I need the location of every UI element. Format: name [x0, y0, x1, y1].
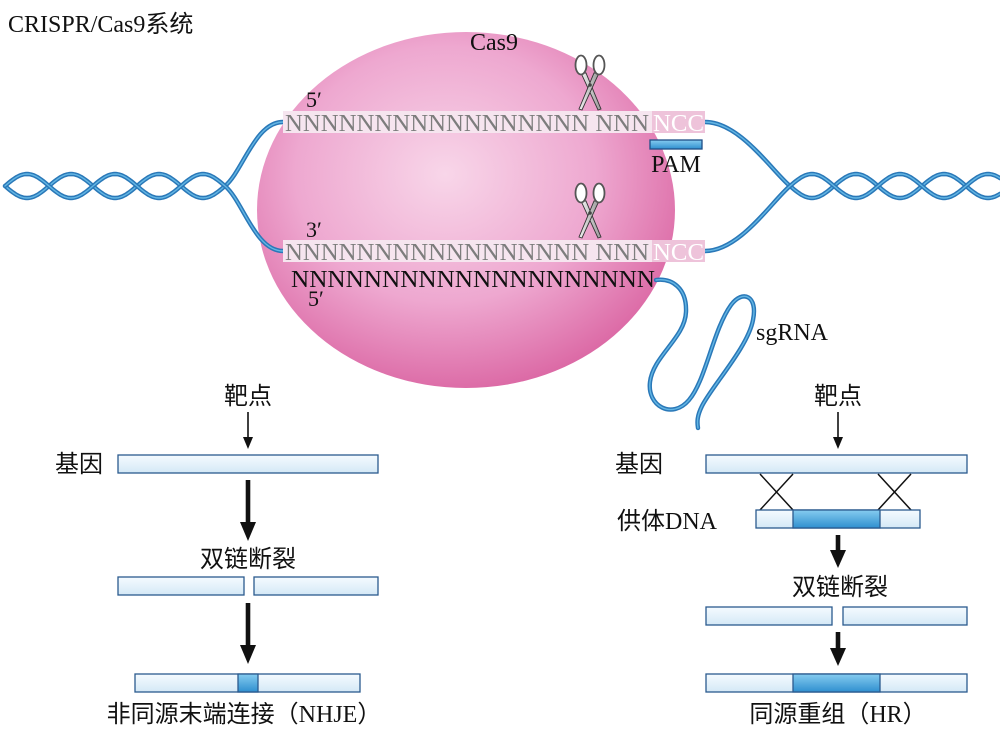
hr-pathway: 靶点 基因 供体DNA 双链断裂 同源重组（HR） [615, 383, 968, 728]
dna-double-helix [2, 119, 1000, 254]
cas9-protein [257, 32, 675, 388]
hr-break-label: 双链断裂 [792, 574, 888, 601]
sgrna-sequence: NNNNNNNNNNNNNNNNNNNN [291, 267, 655, 293]
lower-pam-band [652, 240, 705, 262]
lower-pam-sequence: NCC [653, 240, 704, 266]
target-arrow [243, 412, 253, 449]
hr-gene-label: 基因 [615, 451, 663, 478]
hr-donor-label: 供体DNA [617, 508, 718, 535]
upper-pam-band [652, 111, 705, 133]
crossover-left [759, 473, 794, 511]
nhej-result-label: 非同源末端连接（NHJE） [107, 701, 382, 728]
nhej-gene-label: 基因 [55, 451, 103, 478]
upper-dna-strand: 5′ NNNNNNNNNNNNNNNNN NNN NCC [283, 87, 705, 137]
broken-gene-left [705, 606, 833, 626]
diagram-title: CRISPR/Cas9系统 [8, 11, 193, 38]
target-arrow [833, 412, 843, 449]
upper-pam-sequence: NCC [653, 111, 704, 137]
donor-insert-segment [792, 509, 881, 529]
nhej-target-label: 靶点 [224, 383, 272, 410]
broken-gene-left [117, 576, 245, 596]
sgrna: NNNNNNNNNNNNNNNNNNNN 5′ sgRNA [291, 267, 829, 431]
sgrna-scaffold [647, 277, 757, 431]
step-arrow [240, 480, 256, 541]
gene-bar [117, 454, 379, 474]
broken-gene-right [253, 576, 379, 596]
indel-segment [237, 673, 259, 693]
hr-result-label: 同源重组（HR） [749, 701, 926, 728]
inserted-segment [792, 673, 881, 693]
step-arrow [240, 603, 256, 664]
step-arrow [830, 632, 846, 666]
sgrna-label: sgRNA [756, 320, 829, 346]
dna-strand-right-lower [702, 171, 1000, 254]
sgrna-end-label: 5′ [308, 286, 324, 311]
lower-dna-strand: 3′ NNNNNNNNNNNNNNNNN NNN NCC [283, 217, 705, 266]
gene-bar [705, 454, 968, 474]
crossover-right [877, 473, 912, 511]
hr-target-label: 靶点 [814, 383, 862, 410]
step-arrow [830, 535, 846, 568]
pam-marker [649, 139, 703, 150]
lower-strand-sequence: NNNNNNNNNNNNNNNNN NNN [285, 240, 649, 266]
lower-strand-band [283, 240, 652, 262]
scissors-icon [574, 182, 606, 239]
upper-strand-band [283, 111, 652, 133]
upper-strand-end-label: 5′ [306, 87, 322, 112]
lower-strand-end-label: 3′ [306, 217, 322, 242]
broken-gene-right [842, 606, 968, 626]
dna-strand-right-upper [702, 119, 1000, 201]
dna-strand-left-lower [2, 171, 286, 254]
upper-strand-sequence: NNNNNNNNNNNNNNNNN NNN [285, 111, 649, 137]
pam-label: PAM [651, 152, 701, 178]
nhej-break-label: 双链断裂 [200, 546, 296, 573]
cas9-label: Cas9 [470, 30, 518, 56]
nhej-pathway: 靶点 基因 双链断裂 非同源末端连接（NHJE） [55, 383, 381, 728]
dna-strand-left-upper [2, 119, 286, 201]
scissors-icon [574, 54, 606, 111]
